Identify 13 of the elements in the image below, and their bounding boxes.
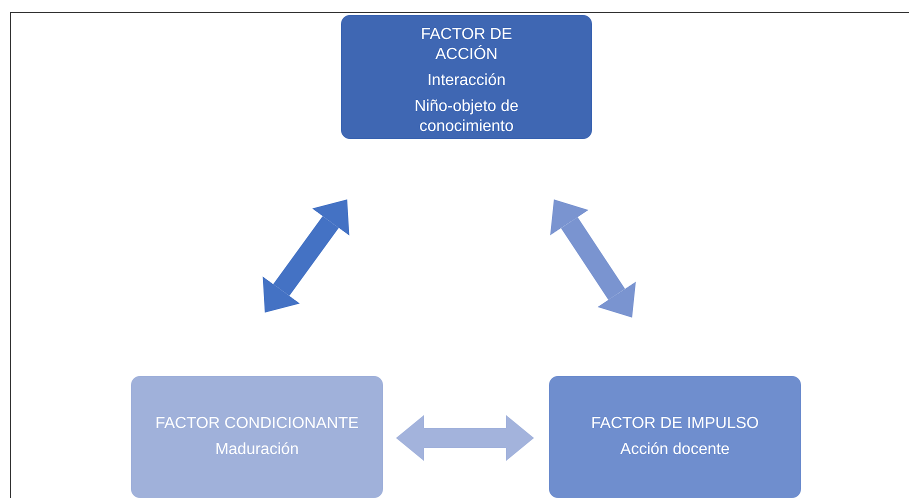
box-heading: FACTOR DE ACCIÓN (420, 25, 514, 65)
box-heading: FACTOR DE IMPULSO (591, 414, 759, 434)
double-arrow (396, 415, 534, 461)
double-arrow (262, 199, 350, 313)
box-text: Acción docente (620, 440, 730, 460)
double-arrow (550, 199, 636, 318)
box-text: Interacción (427, 71, 506, 91)
box-heading: FACTOR CONDICIONANTE (155, 414, 359, 434)
factor-box (131, 376, 383, 498)
box-text: Niño-objeto de conocimiento (413, 97, 520, 137)
factor-box (549, 376, 801, 498)
box-text: Maduración (215, 440, 299, 460)
factor-box (341, 15, 592, 139)
